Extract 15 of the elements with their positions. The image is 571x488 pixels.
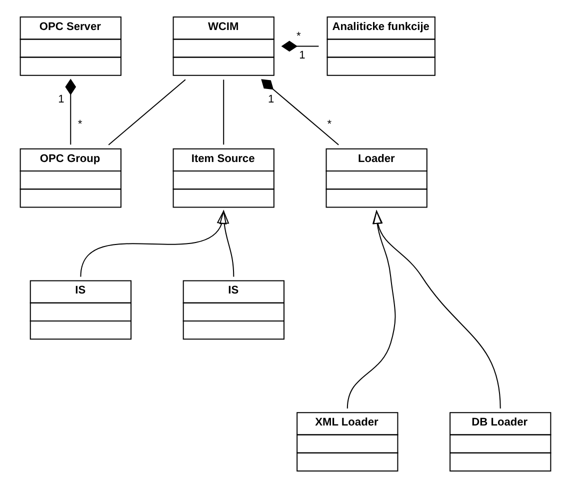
connector <box>261 79 339 146</box>
label: 1 <box>299 49 306 62</box>
connector <box>223 80 224 145</box>
label: * <box>78 118 82 130</box>
label: 1 <box>58 94 64 106</box>
arrow <box>346 210 396 409</box>
arrow <box>219 210 234 277</box>
connector <box>281 40 319 52</box>
label: 1 <box>268 94 274 106</box>
arrow <box>80 210 227 277</box>
label: * <box>327 118 332 131</box>
connector <box>65 78 76 145</box>
connector <box>108 79 186 146</box>
arrow <box>372 210 501 409</box>
label: * <box>296 30 301 43</box>
